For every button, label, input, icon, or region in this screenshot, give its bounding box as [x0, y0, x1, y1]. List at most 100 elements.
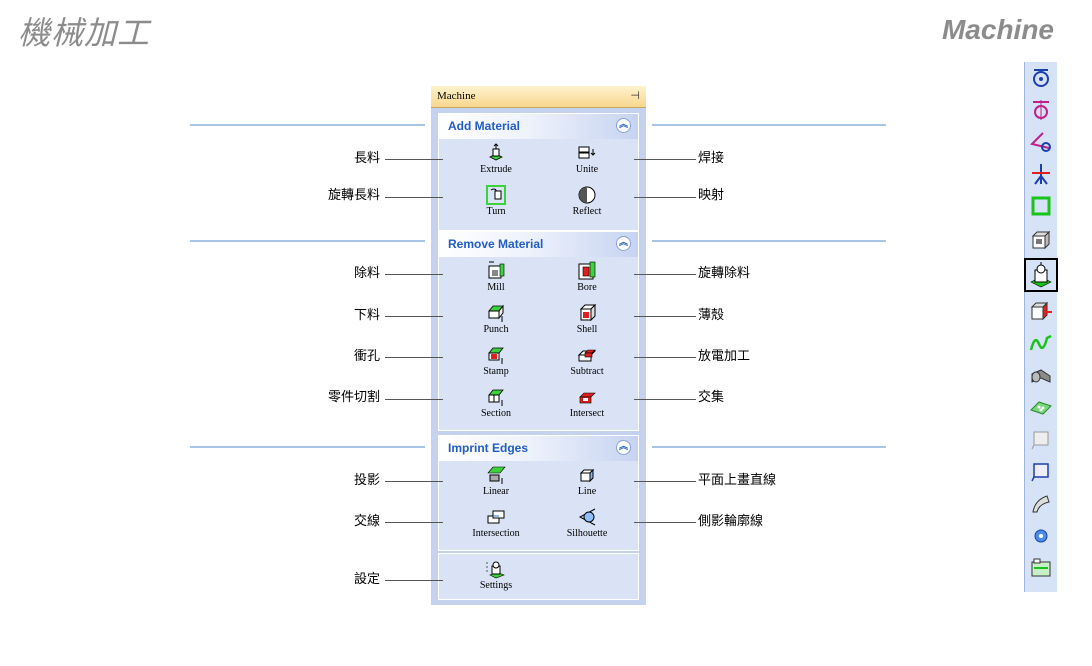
tool-intersection[interactable]: Intersection: [456, 507, 536, 539]
tool-linear[interactable]: Linear: [456, 465, 536, 497]
machine-toolbar: [1024, 62, 1058, 592]
cross-red-icon[interactable]: [1029, 162, 1053, 186]
circle-target-icon[interactable]: [1029, 66, 1053, 90]
tool-label: Line: [577, 486, 597, 497]
tool-label: Extrude: [480, 164, 512, 175]
subtract-icon: [577, 345, 597, 365]
tool-label: Shell: [576, 324, 598, 335]
callout-line: [634, 522, 696, 523]
tool-silhouette[interactable]: Silhouette: [547, 507, 627, 539]
callout-punch: 下料: [353, 308, 380, 323]
circle-cross-icon[interactable]: [1029, 98, 1053, 122]
tool-label: Intersect: [569, 408, 605, 419]
machine-panel: Machine ⊣ Add Material ︽ Extrude Unite T…: [431, 86, 646, 605]
callout-line: [385, 522, 443, 523]
section-title: Imprint Edges: [448, 441, 529, 455]
green-dotted-icon[interactable]: [1029, 396, 1053, 420]
separator-line: [190, 124, 425, 126]
green-wave-icon[interactable]: [1029, 332, 1053, 356]
collapse-icon[interactable]: ︽: [616, 440, 631, 455]
pin-icon[interactable]: ⊣: [630, 89, 640, 102]
collapse-icon[interactable]: ︽: [616, 118, 631, 133]
section-icon: [486, 387, 506, 407]
machine-selected-icon[interactable]: [1024, 258, 1058, 292]
callout-section: 零件切割: [327, 390, 380, 405]
tool-label: Mill: [487, 282, 505, 293]
callout-reflect: 映射: [698, 188, 725, 203]
collapse-icon[interactable]: ︽: [616, 236, 631, 251]
section-add-material: Add Material ︽ Extrude Unite Turn Refl: [438, 113, 639, 231]
tool-turn[interactable]: Turn: [456, 185, 536, 217]
callout-turn: 旋轉長料: [327, 188, 380, 203]
cube-stack-icon[interactable]: [1029, 228, 1053, 252]
callout-line: [634, 399, 696, 400]
tool-label: Subtract: [570, 366, 604, 377]
section-header[interactable]: Imprint Edges ︽: [439, 436, 638, 461]
tool-label: Silhouette: [566, 528, 608, 539]
linear-icon: [486, 465, 506, 485]
tool-extrude[interactable]: Extrude: [456, 143, 536, 175]
callout-extrude: 長料: [353, 151, 380, 166]
callout-line: [634, 197, 696, 198]
callout-stamp: 衝孔: [353, 349, 380, 364]
tool-bore[interactable]: Bore: [547, 261, 627, 293]
callout-line: [385, 159, 443, 160]
section-header[interactable]: Remove Material ︽: [439, 232, 638, 257]
separator-line: [652, 240, 886, 242]
callout-bore: 旋轉除料: [698, 266, 751, 281]
tool-label: Bore: [577, 282, 597, 293]
tool-line[interactable]: Line: [547, 465, 627, 497]
bore-icon: [577, 261, 597, 281]
tool-shell[interactable]: Shell: [547, 303, 627, 335]
callout-intersection: 交線: [353, 514, 380, 529]
callout-line: [385, 399, 443, 400]
extrude-icon: [486, 143, 506, 163]
green-square-icon[interactable]: [1029, 194, 1053, 218]
tool-label: Settings: [479, 580, 513, 591]
tool-settings[interactable]: Settings: [456, 559, 536, 591]
tool-subtract[interactable]: Subtract: [547, 345, 627, 377]
callout-line: [634, 316, 696, 317]
separator-line: [190, 446, 425, 448]
section-title: Remove Material: [448, 237, 544, 251]
callout-line: [634, 481, 696, 482]
blank-frame-icon[interactable]: [1029, 428, 1053, 452]
cube-arrow-icon[interactable]: [1029, 300, 1053, 324]
callout-intersect: 交集: [698, 390, 725, 405]
tool-punch[interactable]: Punch: [456, 303, 536, 335]
turn-icon: [486, 185, 506, 205]
pen-curve-icon[interactable]: [1029, 492, 1053, 516]
gear-shaft-icon[interactable]: [1029, 364, 1053, 388]
tool-stamp[interactable]: Stamp: [456, 345, 536, 377]
green-box-icon[interactable]: [1029, 556, 1053, 580]
reflect-icon: [577, 185, 597, 205]
callout-shell: 薄殼: [698, 308, 725, 323]
tool-intersect[interactable]: Intersect: [547, 387, 627, 419]
angle-circle-icon[interactable]: [1029, 130, 1053, 154]
callout-line: [634, 274, 696, 275]
intersect-icon: [577, 387, 597, 407]
callout-line: [385, 580, 443, 581]
silhouette-icon: [577, 507, 597, 527]
tool-label: Turn: [486, 206, 506, 217]
separator-line: [652, 446, 886, 448]
tool-reflect[interactable]: Reflect: [547, 185, 627, 217]
section-settings: Settings: [438, 553, 639, 600]
tool-unite[interactable]: Unite: [547, 143, 627, 175]
tool-label: Section: [481, 408, 511, 419]
section-imprint-edges: Imprint Edges ︽ Linear Line Intersection: [438, 435, 639, 551]
blue-frame-icon[interactable]: [1029, 460, 1053, 484]
callout-line: [385, 357, 443, 358]
settings-icon: [486, 559, 506, 579]
line-icon: [577, 465, 597, 485]
blue-gear-icon[interactable]: [1029, 524, 1053, 548]
separator-line: [190, 240, 425, 242]
tool-section[interactable]: Section: [456, 387, 536, 419]
section-header[interactable]: Add Material ︽: [439, 114, 638, 139]
tool-mill[interactable]: Mill: [456, 261, 536, 293]
callout-line: [385, 197, 443, 198]
callout-unite: 焊接: [698, 151, 725, 166]
callout-line: [385, 316, 443, 317]
tool-label: Punch: [483, 324, 509, 335]
intersection-icon: [486, 507, 506, 527]
